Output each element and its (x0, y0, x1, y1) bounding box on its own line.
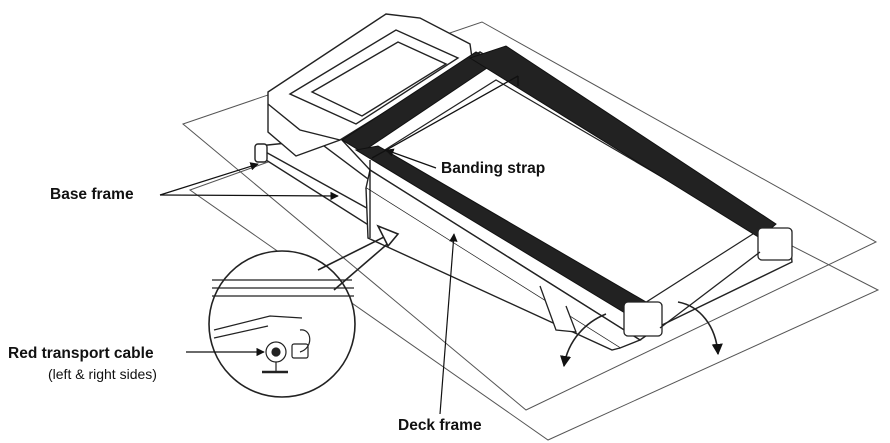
detail-internals (212, 279, 354, 374)
leader-lines (159, 148, 458, 415)
banding-strap (369, 75, 519, 238)
motor-hood (267, 13, 473, 157)
callout-pointer (317, 224, 400, 291)
banding-strap-leader (385, 148, 437, 169)
rotation-arrows (560, 301, 723, 368)
front-rollers (539, 227, 793, 337)
detail-callout (208, 250, 356, 398)
red-transport-cable-label: Red transport cable (8, 345, 154, 362)
base-frame-label: Base frame (50, 186, 134, 203)
side-rails (341, 45, 777, 317)
base-frame-leader-2 (159, 191, 339, 201)
banding-strap-label: Banding strap (441, 160, 546, 177)
cable-sides-note: (left & right sides) (48, 366, 157, 382)
deck-frame-leader (439, 233, 458, 415)
base-frame-leader-1 (159, 162, 259, 196)
deck-frame-label: Deck frame (398, 417, 482, 434)
